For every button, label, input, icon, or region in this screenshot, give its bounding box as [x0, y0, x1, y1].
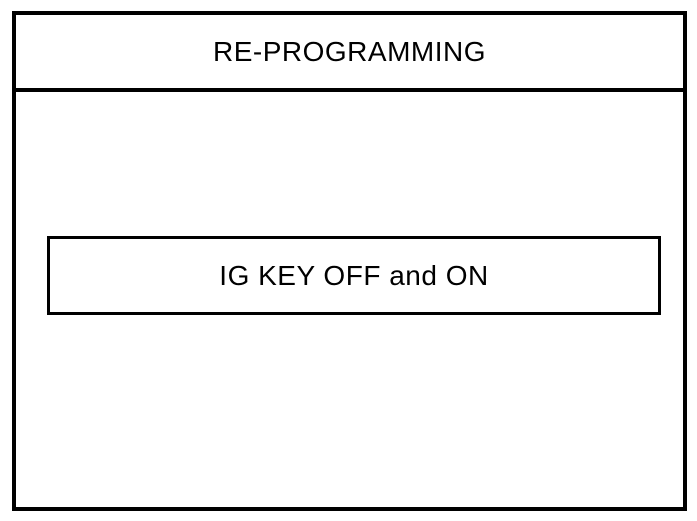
title-bar: RE-PROGRAMMING: [16, 15, 683, 92]
message-box[interactable]: IG KEY OFF and ON: [47, 236, 661, 315]
message-text: IG KEY OFF and ON: [219, 259, 489, 291]
screen-body: IG KEY OFF and ON: [16, 96, 683, 507]
reprogramming-screen: RE-PROGRAMMING IG KEY OFF and ON: [12, 11, 687, 511]
screen-title: RE-PROGRAMMING: [213, 35, 486, 67]
